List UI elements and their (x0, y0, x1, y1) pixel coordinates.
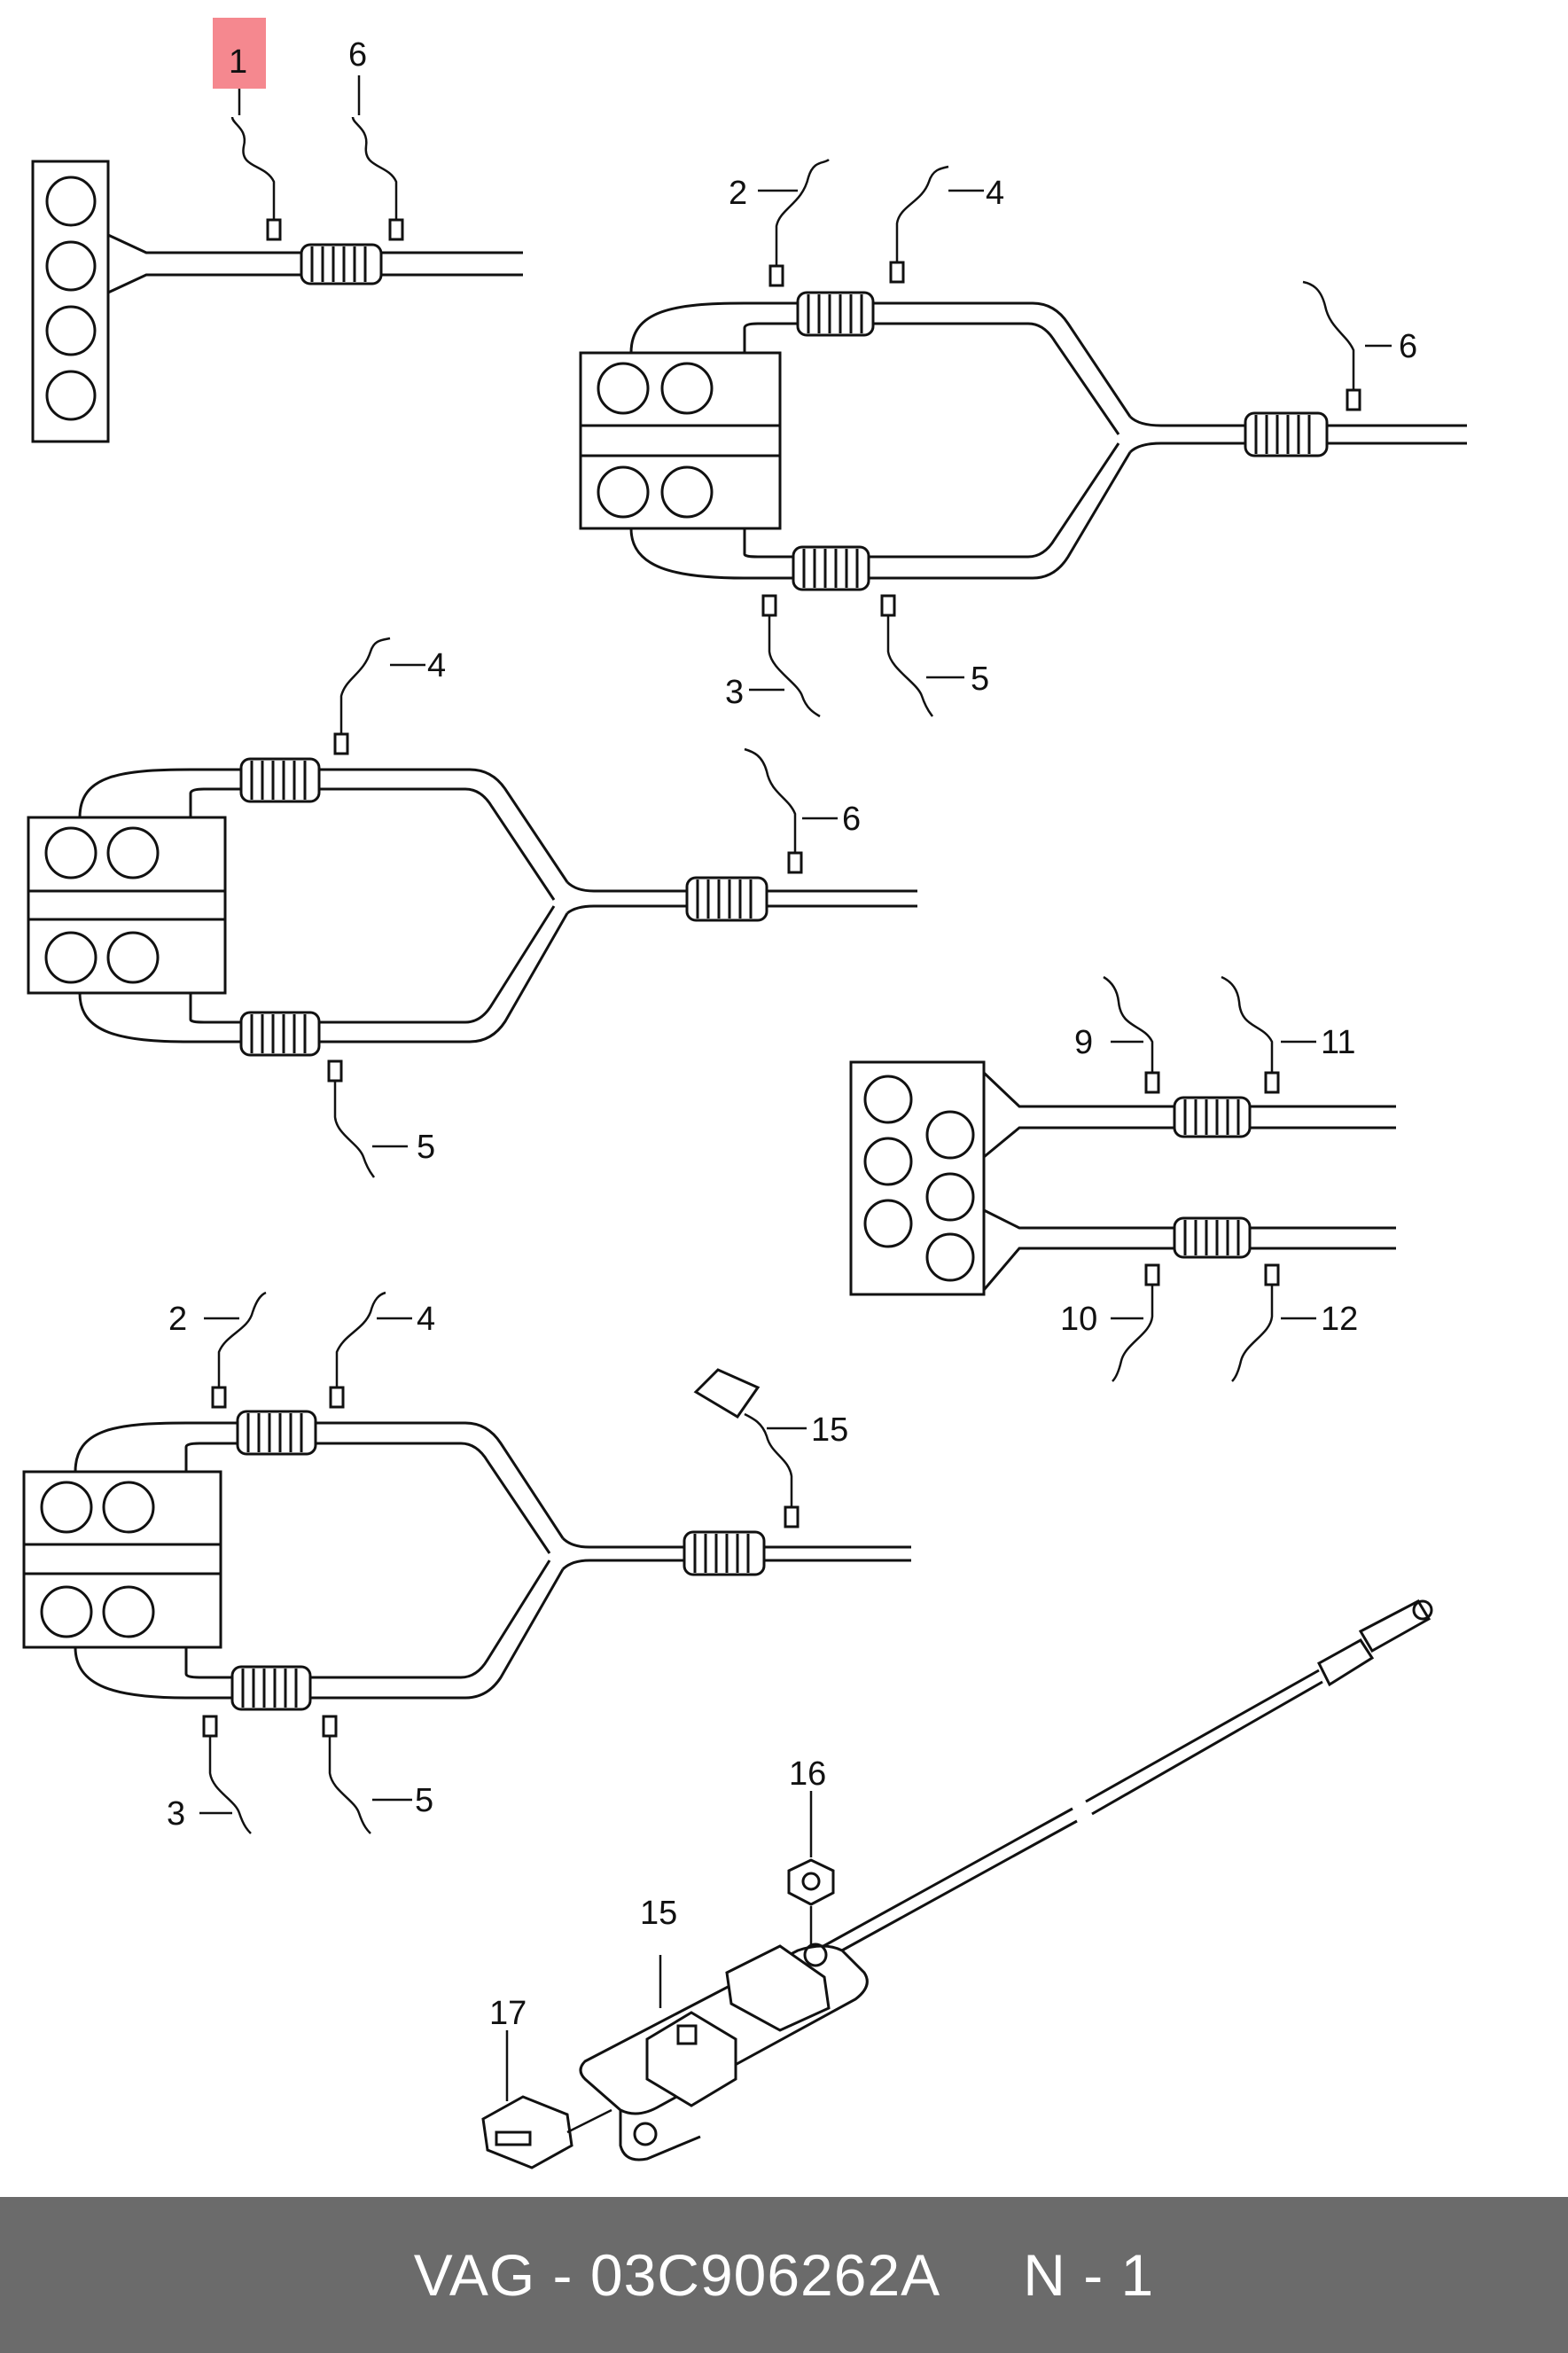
label-5: 5 (415, 1782, 433, 1819)
label-5: 5 (417, 1129, 435, 1166)
part-number-footer: VAG - 03C906262A N - 1 (0, 2197, 1568, 2353)
engine-v-diagram-5 (22, 1291, 911, 1834)
label-6: 6 (1399, 328, 1417, 365)
label-6: 6 (842, 801, 861, 838)
label-3: 3 (725, 674, 744, 711)
label-11: 11 (1321, 1024, 1355, 1061)
label-3: 3 (167, 1795, 185, 1833)
label-12: 12 (1321, 1301, 1358, 1338)
engine-six-cylinder (849, 975, 1396, 1382)
label-17: 17 (489, 1995, 527, 2032)
label-15: 15 (811, 1411, 848, 1449)
label-15: 15 (640, 1895, 677, 1932)
label-9: 9 (1074, 1024, 1093, 1061)
engine-v-diagram-3 (27, 637, 917, 1178)
label-4: 4 (986, 175, 1004, 212)
label-16: 16 (789, 1755, 826, 1793)
label-5: 5 (971, 661, 989, 698)
label-4: 4 (427, 647, 446, 684)
label-6: 6 (348, 36, 367, 74)
part-number-text: VAG - 03C906262A N - 1 (413, 2242, 1155, 2308)
label-2: 2 (168, 1301, 187, 1338)
highlight-marker (213, 18, 266, 89)
nox-sensor-assembly (481, 1599, 1433, 2169)
engine-inline-4 (31, 116, 523, 443)
label-10: 10 (1060, 1301, 1097, 1338)
label-1: 1 (229, 43, 247, 81)
label-2: 2 (729, 175, 747, 212)
engine-v-diagram-2 (579, 158, 1467, 718)
label-4: 4 (417, 1301, 435, 1338)
exhaust-sensor-diagram: 1 6 2 4 6 3 5 (22, 18, 1467, 2169)
